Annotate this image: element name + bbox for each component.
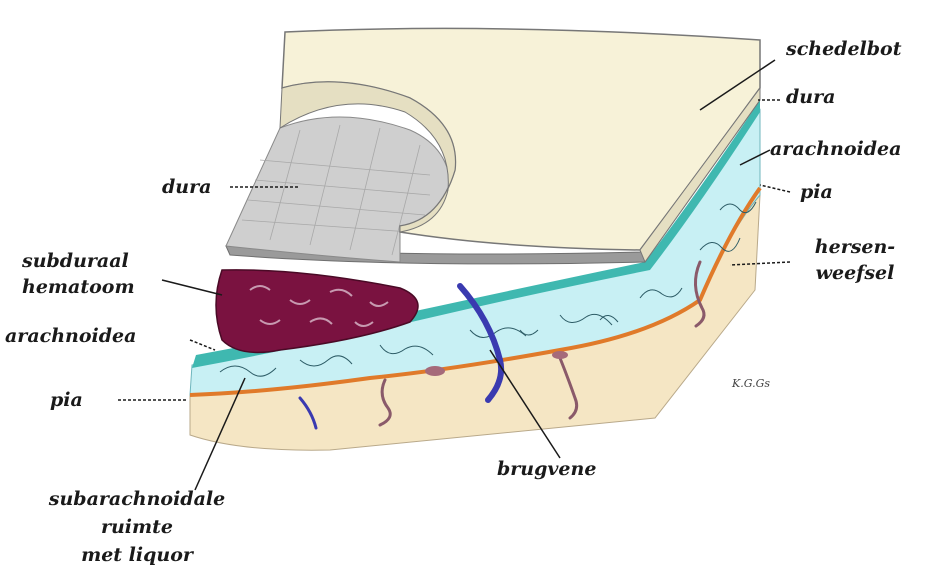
label-dura-right: dura bbox=[786, 86, 835, 108]
label-subarachnoidale-3: met liquor bbox=[42, 544, 232, 566]
label-subarachnoidale-1: subarachnoidale bbox=[42, 488, 232, 510]
label-schedelbot: schedelbot bbox=[786, 38, 902, 60]
dura-surface bbox=[226, 117, 451, 262]
label-brugvene: brugvene bbox=[497, 458, 596, 480]
label-subarachnoidale-2: ruimte bbox=[42, 516, 232, 538]
label-hersenweefsel-1: hersen- bbox=[790, 236, 920, 258]
label-subduraal-1: subduraal bbox=[22, 250, 129, 272]
label-dura-left: dura bbox=[162, 176, 211, 198]
label-arachnoidea-left: arachnoidea bbox=[5, 325, 136, 347]
label-hersenweefsel-2: weefsel bbox=[790, 262, 920, 284]
label-arachnoidea-right: arachnoidea bbox=[770, 138, 901, 160]
label-pia-left: pia bbox=[50, 389, 83, 411]
artist-signature: K.G.Gs bbox=[732, 377, 770, 390]
label-pia-right: pia bbox=[800, 181, 833, 203]
label-subduraal-2: hematoom bbox=[22, 276, 135, 298]
